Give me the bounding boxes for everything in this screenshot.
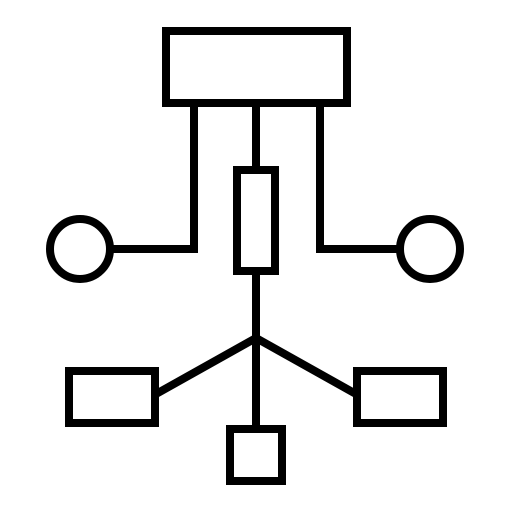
bottom-left-box xyxy=(65,367,159,427)
right-circle-node xyxy=(396,215,464,283)
right-branch-line xyxy=(254,334,358,398)
center-vertical-box xyxy=(233,166,279,275)
left-circle-node xyxy=(46,215,114,283)
left-connector-line xyxy=(112,103,198,253)
left-branch-line xyxy=(154,334,258,398)
bottom-center-box xyxy=(226,425,286,485)
right-connector-line xyxy=(316,103,400,253)
bottom-right-box xyxy=(353,367,447,427)
top-box xyxy=(162,27,351,107)
